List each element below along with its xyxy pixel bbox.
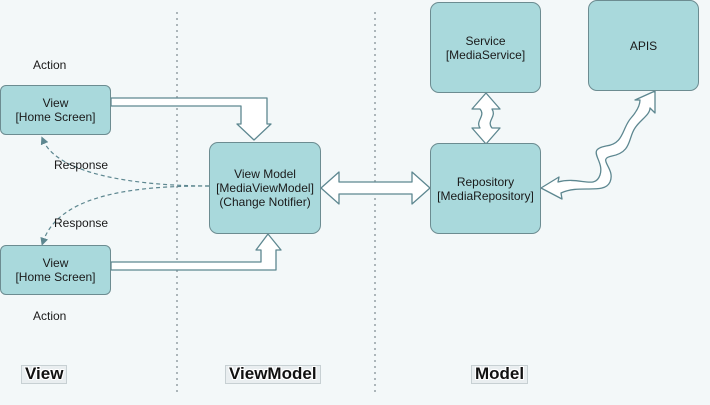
repository-node-title: Repository (456, 174, 515, 189)
response-edge-top (40, 136, 210, 187)
viewmodel-node-class: [MediaViewModel] (216, 181, 314, 195)
view-node-bottom-subtitle: [Home Screen] (15, 270, 96, 284)
apis-node-title: APIS (629, 39, 658, 53)
arrow-view-bottom-to-viewmodel (110, 233, 282, 271)
arrow-view-top-to-viewmodel (110, 97, 272, 141)
service-node-class: [MediaService] (445, 47, 526, 62)
apis-node: APIS (588, 0, 699, 91)
view-node-top-subtitle: [Home Screen] (15, 110, 96, 124)
viewmodel-node-note: (Change Notifier) (219, 195, 311, 209)
view-node-top-title: View (42, 96, 69, 110)
response-label-bottom: Response (54, 216, 109, 230)
repository-node-class: [MediaRepository] (437, 188, 534, 203)
viewmodel-node-title: View Model (234, 167, 296, 181)
action-label-bottom: Action (33, 309, 67, 323)
arrow-service-repository (471, 92, 501, 145)
view-node-bottom: View [Home Screen] (0, 245, 111, 295)
action-label-top: Action (33, 58, 67, 72)
section-title-view: View (21, 364, 67, 383)
service-node-title: Service (465, 33, 506, 48)
service-node: Service [MediaService] (430, 2, 541, 93)
section-title-model: Model (471, 364, 528, 383)
view-node-bottom-title: View (42, 256, 69, 270)
viewmodel-node: View Model [MediaViewModel] (Change Noti… (209, 142, 321, 234)
response-edge-bottom (40, 185, 210, 246)
repository-node: Repository [MediaRepository] (430, 143, 541, 234)
arrow-repository-apis (540, 90, 656, 200)
section-title-viewmodel: ViewModel (226, 364, 320, 383)
response-label-top: Response (54, 158, 109, 172)
view-node-top: View [Home Screen] (0, 85, 111, 135)
